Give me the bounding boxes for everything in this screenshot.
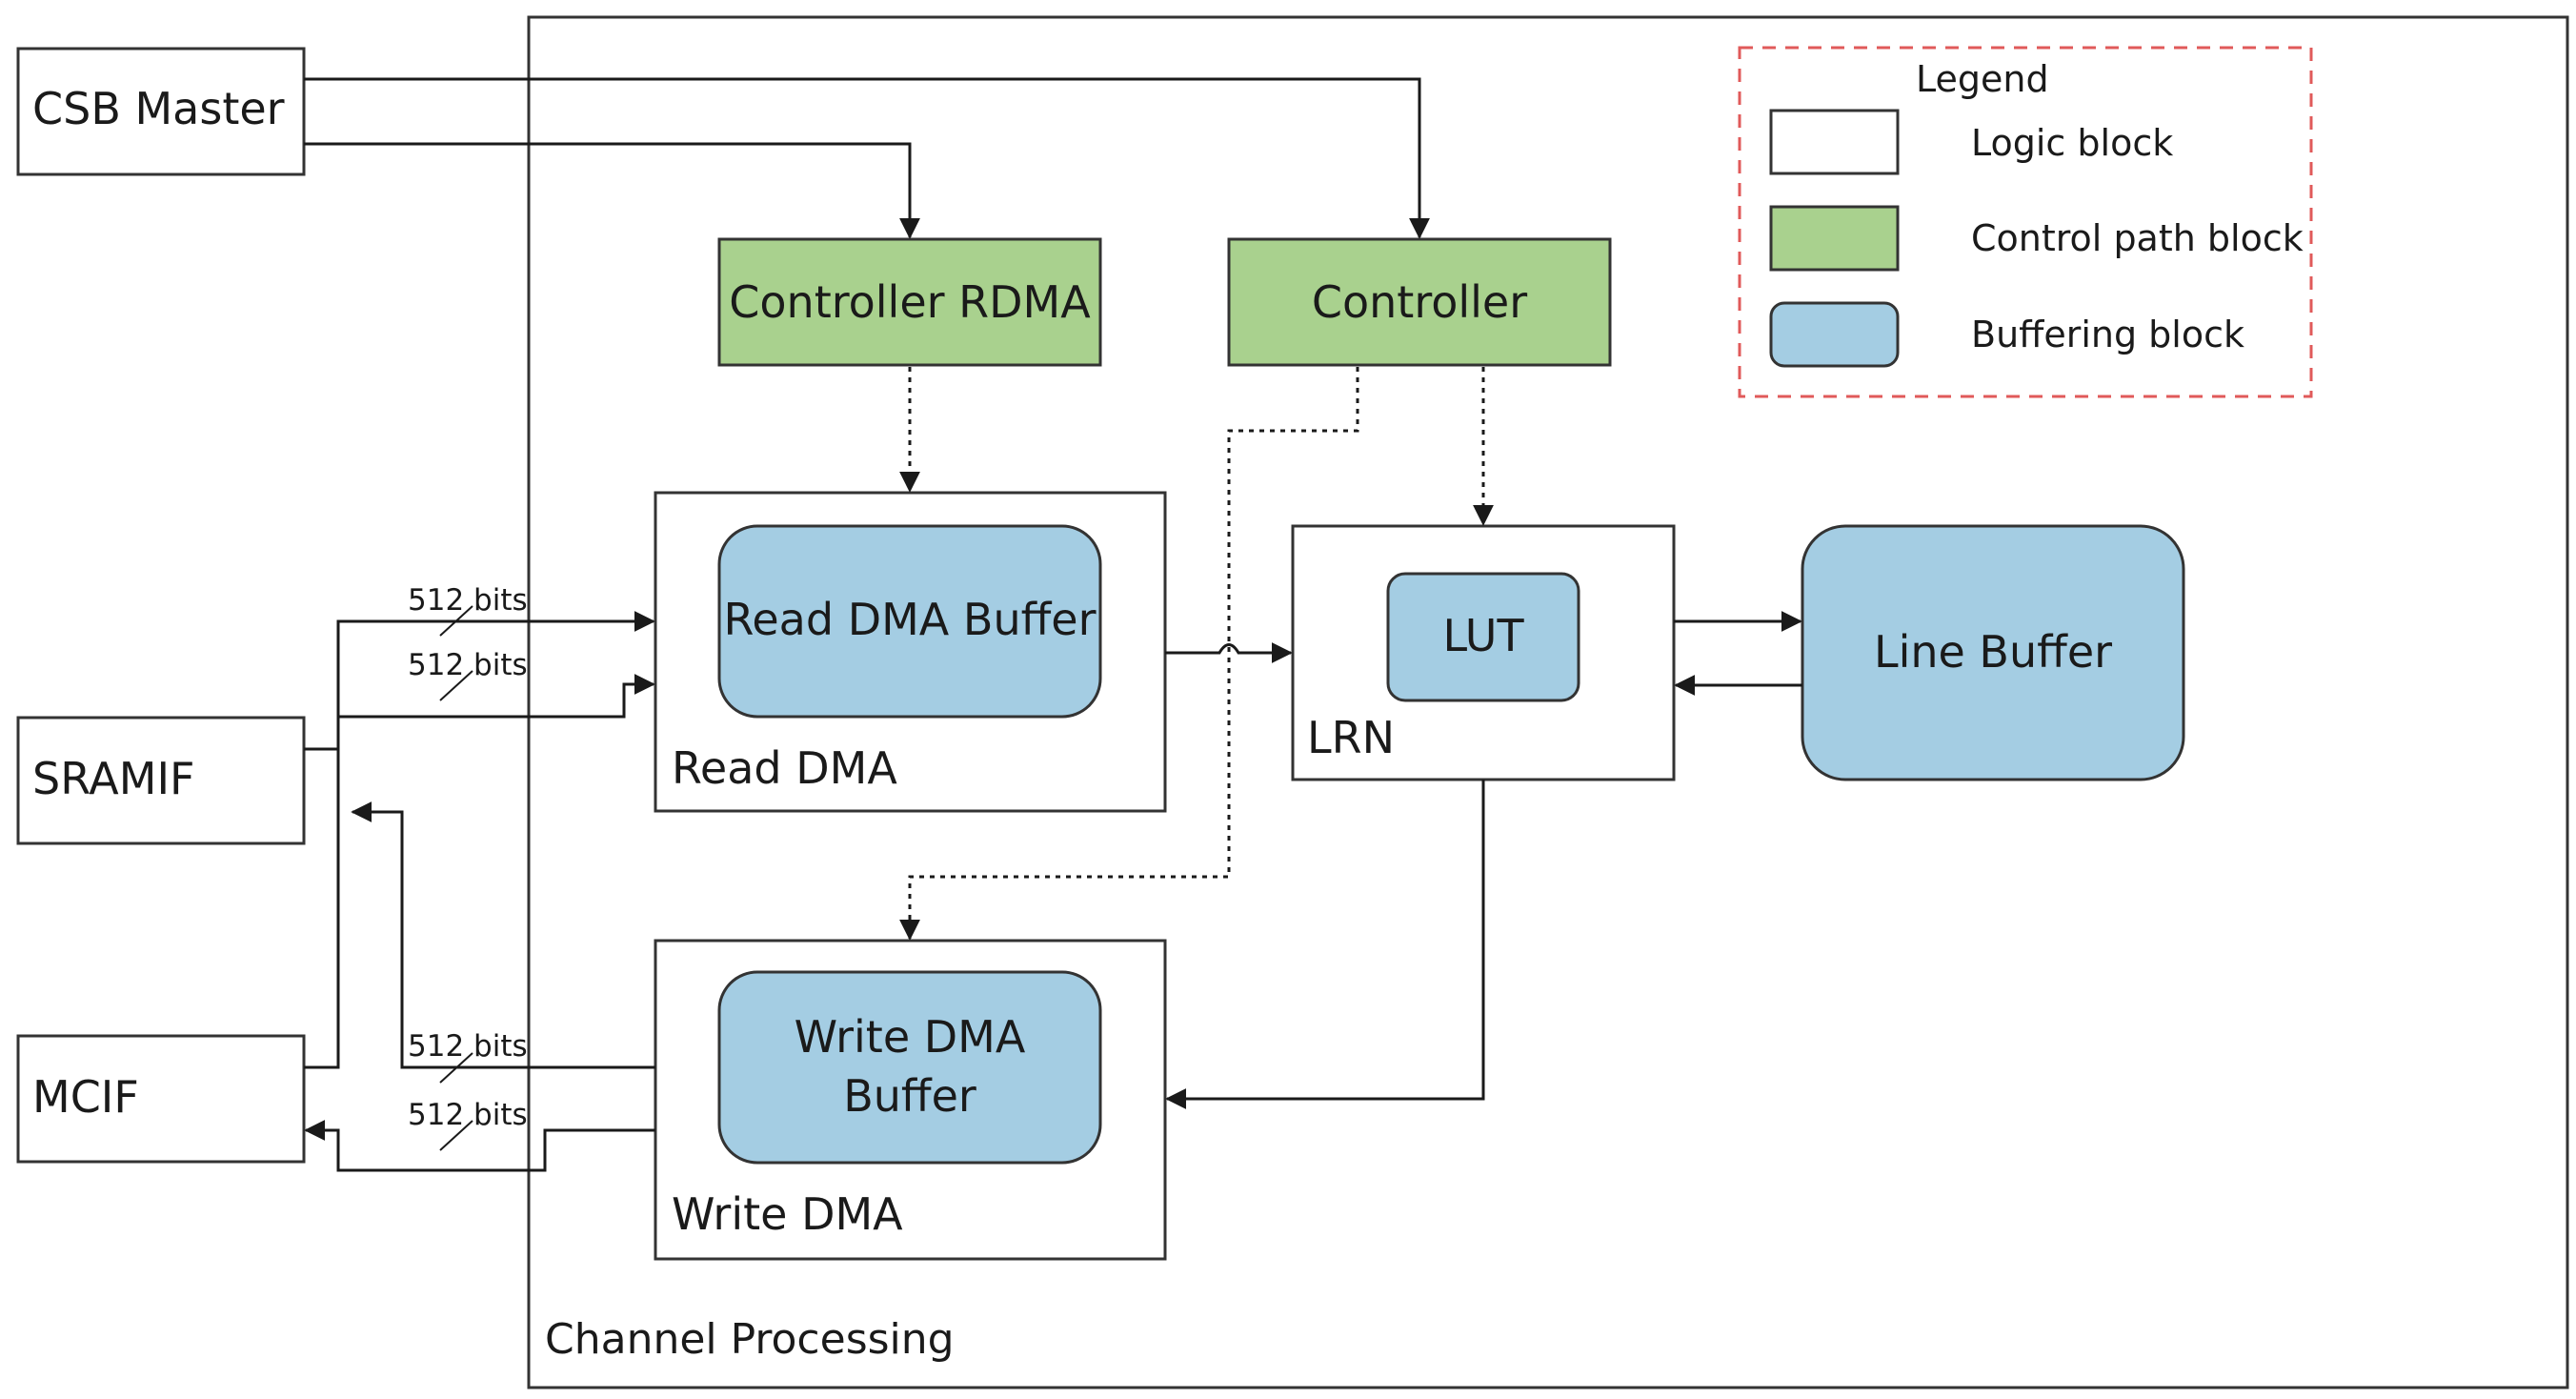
bus-slash-2 — [439, 670, 473, 701]
lut-label: LUT — [1442, 610, 1524, 661]
csb-to-controller-arrow — [304, 77, 1430, 239]
legend-title: Legend — [1916, 58, 2049, 100]
mcif-to-read-dma-arrow — [304, 674, 655, 1069]
bus-slash-4 — [439, 1120, 473, 1151]
sramif-to-read-dma-arrow — [304, 611, 655, 751]
read-dma-buffer-label: Read DMA Buffer — [723, 594, 1096, 645]
csb-master-block — [16, 47, 306, 176]
write-dma-buffer-label-line1: Write DMA — [795, 1011, 1026, 1063]
bus-width-label-2: 512 bits — [408, 648, 528, 682]
read-dma-label: Read DMA — [672, 742, 897, 794]
write-dma-label: Write DMA — [672, 1188, 903, 1240]
legend-logic-label: Logic block — [1971, 122, 2173, 164]
mcif-block — [16, 1034, 306, 1164]
mcif-label: MCIF — [32, 1071, 139, 1123]
write-dma-to-sramif-arrow — [351, 801, 655, 1069]
write-dma-to-mcif-arrow — [304, 1120, 655, 1172]
line-buffer-block — [1801, 524, 2185, 781]
bus-width-label-4: 512 bits — [408, 1098, 528, 1132]
bus-width-label-1: 512 bits — [408, 583, 528, 618]
read-dma-to-lrn-arrow — [1165, 642, 1293, 663]
read-dma-buffer — [717, 524, 1102, 719]
legend-control-swatch — [1769, 205, 1900, 272]
legend-control-label: Control path block — [1971, 217, 2304, 259]
lrn-label: LRN — [1307, 712, 1395, 763]
controller-rdma-block — [717, 237, 1102, 367]
legend-logic-swatch — [1769, 109, 1900, 175]
lut-block — [1386, 572, 1580, 702]
bus-slash-3 — [439, 1052, 473, 1084]
line-buffer-label: Line Buffer — [1874, 626, 2112, 678]
bus-slash-1 — [439, 605, 473, 637]
csb-to-controller-rdma-arrow — [304, 142, 920, 239]
bus-width-label-3: 512 bits — [408, 1029, 528, 1064]
write-dma-buffer-label-line2: Buffer — [843, 1070, 976, 1122]
sramif-label: SRAMIF — [32, 753, 194, 804]
legend-buffering-swatch — [1769, 301, 1900, 368]
channel-processing-label: Channel Processing — [545, 1315, 955, 1364]
legend-box — [1738, 46, 2313, 398]
channel-processing-container — [527, 15, 2569, 1389]
write-dma-buffer — [717, 970, 1102, 1165]
legend-buffering-label: Buffering block — [1971, 314, 2244, 355]
controller-rdma-label: Controller RDMA — [729, 276, 1091, 328]
controller-block — [1227, 237, 1612, 367]
sramif-block — [16, 716, 306, 845]
controller-to-write-dma-arrow — [899, 367, 1359, 941]
controller-label: Controller — [1312, 276, 1527, 328]
csb-master-label: CSB Master — [32, 83, 285, 134]
lrn-to-write-dma-arrow — [1165, 780, 1485, 1109]
